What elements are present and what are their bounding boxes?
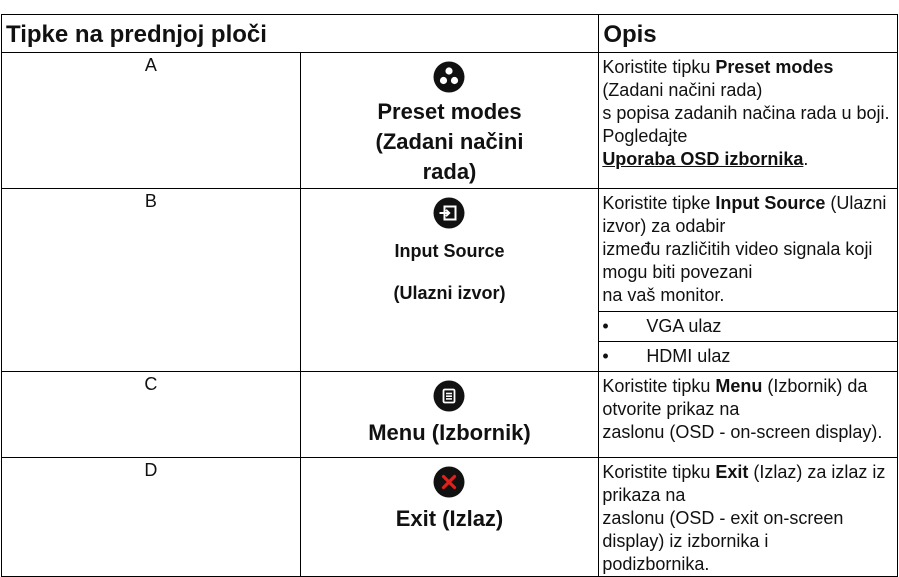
desc-text: (Izbornik) da otvorite prikaz na xyxy=(602,376,868,419)
osd-menu-link[interactable]: Uporaba OSD izbornika xyxy=(602,149,804,169)
table-row: D Exit (Izlaz) Koristite tipku Exit (Izl… xyxy=(1,457,898,577)
desc-bold: Menu xyxy=(715,376,763,396)
button-label: Menu (Izbornik) xyxy=(368,420,531,445)
label-line: Preset modes xyxy=(377,99,522,124)
description-cell: Koristite tipku Exit (Izlaz) za izlaz iz… xyxy=(598,457,898,577)
row-letter: B xyxy=(1,188,301,372)
front-panel-buttons-table: Tipke na prednjoj ploči Opis A Preset mo… xyxy=(0,14,898,577)
button-label: Preset modes (Zadani načini rada) xyxy=(301,97,599,187)
desc-text: Koristite tipku xyxy=(602,376,716,396)
button-label: (Ulazni izvor) xyxy=(393,283,506,303)
bullet-text: VGA ulaz xyxy=(646,316,722,336)
header-description: Opis xyxy=(598,14,898,53)
description-line: s popisa zadanih načina rada u boji. Pog… xyxy=(602,103,890,146)
button-cell-menu: Menu (Izbornik) xyxy=(299,371,600,458)
row-letter: A xyxy=(1,52,301,189)
table-header-row: Tipke na prednjoj ploči Opis xyxy=(0,14,898,53)
header-front-panel-buttons: Tipke na prednjoj ploči xyxy=(0,14,600,53)
description-line: Koristite tipku Menu (Izbornik) da otvor… xyxy=(602,375,893,421)
row-letter: C xyxy=(1,371,301,458)
bullet: • xyxy=(602,316,609,336)
desc-text: Koristite tipku xyxy=(602,57,716,77)
label-line: rada) xyxy=(422,159,477,184)
description-line: podizbornika. xyxy=(602,554,710,574)
description-line: zaslonu (OSD - on-screen display). xyxy=(602,422,883,442)
desc-text: . xyxy=(803,149,809,169)
row-letter: D xyxy=(1,457,301,577)
button-cell-input-source: Input Source (Ulazni izvor) xyxy=(299,188,600,372)
menu-icon xyxy=(433,380,465,412)
description-cell: Koristite tipku Preset modes (Zadani nač… xyxy=(598,52,898,189)
table-row: A Preset modes (Zadani načini rada) Kori… xyxy=(1,52,898,189)
description-line: Koristite tipku Exit (Izlaz) za izlaz iz… xyxy=(602,461,893,507)
table-row: C Menu (Izbornik) Koristite tipku Menu (… xyxy=(1,371,898,458)
desc-text: (Izlaz) za izlaz iz prikaza na xyxy=(602,462,886,505)
description-cell: Koristite tipke Input Source (Ulazni izv… xyxy=(598,188,898,372)
button-label: Input Source xyxy=(394,241,505,261)
button-cell-preset-modes: Preset modes (Zadani načini rada) xyxy=(299,52,600,189)
exit-icon xyxy=(433,466,465,498)
desc-text: Koristite tipke xyxy=(602,193,716,213)
description-line: između različitih video signala koji mog… xyxy=(602,239,873,282)
description-line: zaslonu (OSD - exit on-screen display) i… xyxy=(602,508,844,551)
list-item: • HDMI ulaz xyxy=(602,342,893,371)
list-item: • VGA ulaz xyxy=(602,312,893,341)
desc-text: (Zadani načini rada) xyxy=(602,80,763,100)
bullet: • xyxy=(602,346,609,366)
description-line: Uporaba OSD izbornika. xyxy=(602,148,893,171)
desc-bold: Exit xyxy=(715,462,749,482)
button-cell-exit: Exit (Izlaz) xyxy=(299,457,600,577)
bullet-text: HDMI ulaz xyxy=(646,346,731,366)
preset-modes-icon xyxy=(433,61,465,93)
description-line: na vaš monitor. xyxy=(602,285,725,305)
label-line: (Zadani načini xyxy=(375,129,524,154)
description-line: Koristite tipku Preset modes (Zadani nač… xyxy=(602,56,893,102)
button-label: Exit (Izlaz) xyxy=(395,506,504,531)
desc-text: (Ulazni izvor) za odabir xyxy=(602,193,887,236)
desc-text: Koristite tipku xyxy=(602,462,716,482)
table-row: B Input Source (Ulazni izvor) Koristite … xyxy=(1,188,898,372)
description-cell: Koristite tipku Menu (Izbornik) da otvor… xyxy=(598,371,898,458)
input-source-icon xyxy=(433,197,465,229)
desc-bold: Input Source xyxy=(715,193,826,213)
desc-bold: Preset modes xyxy=(715,57,834,77)
description-line: Koristite tipke Input Source (Ulazni izv… xyxy=(602,192,893,238)
